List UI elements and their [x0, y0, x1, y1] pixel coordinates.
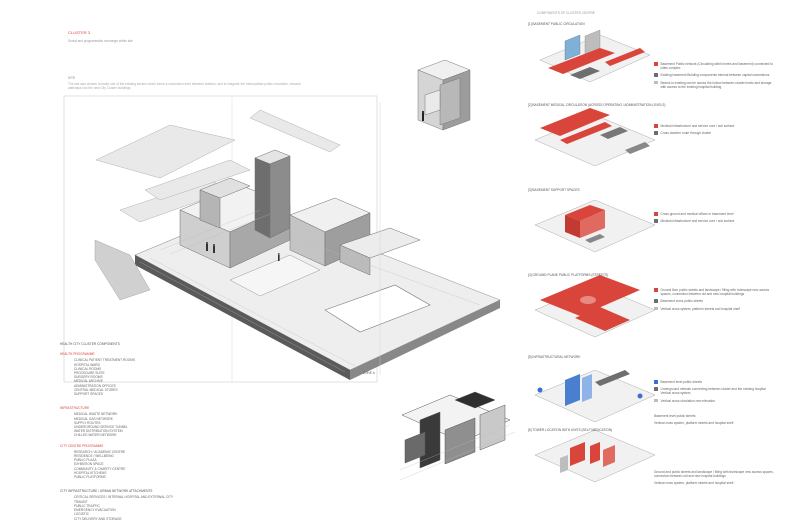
- legend-square-icon: [654, 219, 658, 223]
- program-item: MEDICAL ARCHIVE: [74, 379, 103, 384]
- diagram-1-legend: Basement Public network (Circulating wit…: [654, 62, 774, 92]
- legend-square-icon: [654, 387, 658, 391]
- site-heading: SITE: [68, 76, 76, 80]
- legend-square-icon: [654, 131, 658, 135]
- program-item: SURGERY ROOMS: [74, 375, 103, 380]
- diagram-6-title: [6] TOWER LOCATION WITH UNITS (SELF MEDI…: [528, 428, 613, 432]
- program-item: MEDICAL GAS NETWORK: [74, 416, 113, 421]
- diagram-7-legend: Ground and public streets and landscape …: [654, 470, 774, 486]
- hatching: [139, 209, 481, 373]
- component-diagrams: [534, 29, 656, 483]
- diagram-1-title: [1] BASEMENT PUBLIC CIRCULATION: [528, 22, 585, 26]
- diagram-3: [534, 199, 656, 253]
- intro-block: CLUSTER 3 Social and programmatic exchan…: [68, 30, 198, 44]
- diagram-2-title: [2] BASEMENT MEDICAL CIRCULATION (ACROSS…: [528, 103, 666, 107]
- legend-square-icon: [654, 288, 658, 292]
- zone-tag: ZONE A: [363, 371, 375, 375]
- legend-square-icon: [654, 80, 658, 85]
- person-silhouette-icon: [206, 242, 280, 261]
- diagram-5-legend: Basement level public streets Undergroun…: [654, 380, 774, 406]
- legend-square-icon: [654, 299, 658, 303]
- diagram-2: [534, 108, 656, 167]
- program-section-3: CITY CENTRE PROGRAMME RESEARCH / ACADEMI…: [60, 444, 210, 480]
- diagram-6: [534, 429, 656, 483]
- program-item: CLINICAL PATIENT TREATMENT ROOMS: [74, 358, 135, 363]
- diagram-5: [534, 369, 656, 423]
- diagram-5-title: [5] INFRASTRUCTURAL NETWORK: [528, 355, 581, 359]
- legend-square-icon: [654, 212, 658, 216]
- program-item: UNDERGROUND SERVICE TUNNEL: [74, 425, 128, 430]
- legend-square-icon: [654, 73, 658, 77]
- site-description: The site was chosen to make use of the e…: [68, 82, 301, 91]
- program-item: CHILLED WATER NETWORK: [74, 433, 117, 438]
- program-item: SUPPLY ROUTES: [74, 420, 101, 425]
- program-item: PROCEDURE SUITE: [74, 371, 105, 376]
- legend-square-icon: [654, 124, 658, 128]
- detail-axonometric-bottom: [399, 391, 516, 481]
- diagram-3-title: [3] BASEMENT SUPPORT SPACES: [528, 188, 580, 192]
- program-section-0: HEALTH CITY CLUSTER COMPONENTS: [60, 342, 120, 346]
- legend-square-icon: [654, 380, 658, 384]
- legend-square-icon: [654, 398, 658, 403]
- program-item: COMMUNITY & CHARITY CENTRE: [74, 466, 126, 471]
- program-item: WATER DISTRIBUTION SYSTEM: [74, 429, 123, 434]
- program-section-1: HEALTH PROGRAMME CLINICAL PATIENT TREATM…: [60, 352, 210, 396]
- legend-square-icon: [654, 306, 658, 311]
- program-section-2: INFRASTRUCTURE MEDICAL WASTE NETWORK MED…: [60, 406, 210, 437]
- program-item: PUBLIC PLAZA: [74, 458, 97, 463]
- legend-square-icon: [654, 62, 658, 66]
- diagram-4-title: [4] GROUND PLANE PUBLIC PLATFORMS (STREE…: [528, 273, 609, 277]
- program-item: RESIDENCE / WELLBEING: [74, 454, 114, 459]
- program-item: SUPPORT SPACES: [74, 392, 103, 397]
- program-item: EXHIBITION SPACE: [74, 462, 104, 467]
- main-axonometric-drawing: [63, 95, 501, 383]
- program-list: HEALTH CITY CLUSTER COMPONENTS HEALTH PR…: [60, 342, 210, 521]
- diagram-4: [534, 275, 656, 338]
- program-item: CRITICAL SERVICES / INTERNAL HOSPITAL AN…: [74, 495, 174, 500]
- diagram-4-legend: Ground floor public streets and landscap…: [654, 288, 774, 314]
- diagram-1: [539, 29, 651, 83]
- program-item: CENTRAL MEDICAL STORES: [74, 387, 118, 392]
- person-silhouette-icon: [421, 110, 425, 121]
- program-item: HOSPITAL KITCHENS: [74, 470, 107, 475]
- detail-axonometric-top: [417, 59, 471, 131]
- diagram-3-legend: Cross ground and medical offices in base…: [654, 212, 774, 226]
- program-item: MEDICAL WASTE NETWORK: [74, 412, 118, 417]
- cluster-title: CLUSTER 3: [68, 30, 91, 35]
- diagram-2-legend: Medical infrastructure and service core …: [654, 124, 774, 138]
- program-item: HOSPITAL WARD: [74, 362, 100, 367]
- program-item: CITY DELIVERY AND STORAGE: [74, 516, 122, 521]
- right-column-title: COMPONENTS OF CLUSTER CENTRE: [537, 11, 595, 15]
- diagram-6-legend: Basement level public streets Vertical c…: [654, 414, 734, 426]
- cluster-subtitle: Social and programmatic exchange within …: [68, 39, 133, 44]
- program-item: ADMINISTRATION OFFICES: [74, 383, 116, 388]
- program-item: CLINICAL ROOMS: [74, 366, 102, 371]
- program-item: PUBLIC PLATFORMS: [74, 475, 106, 480]
- program-item: RESEARCH / ACADEMIC CENTRE: [74, 449, 126, 454]
- site-text-block: SITE The site was chosen to make use of …: [68, 76, 308, 91]
